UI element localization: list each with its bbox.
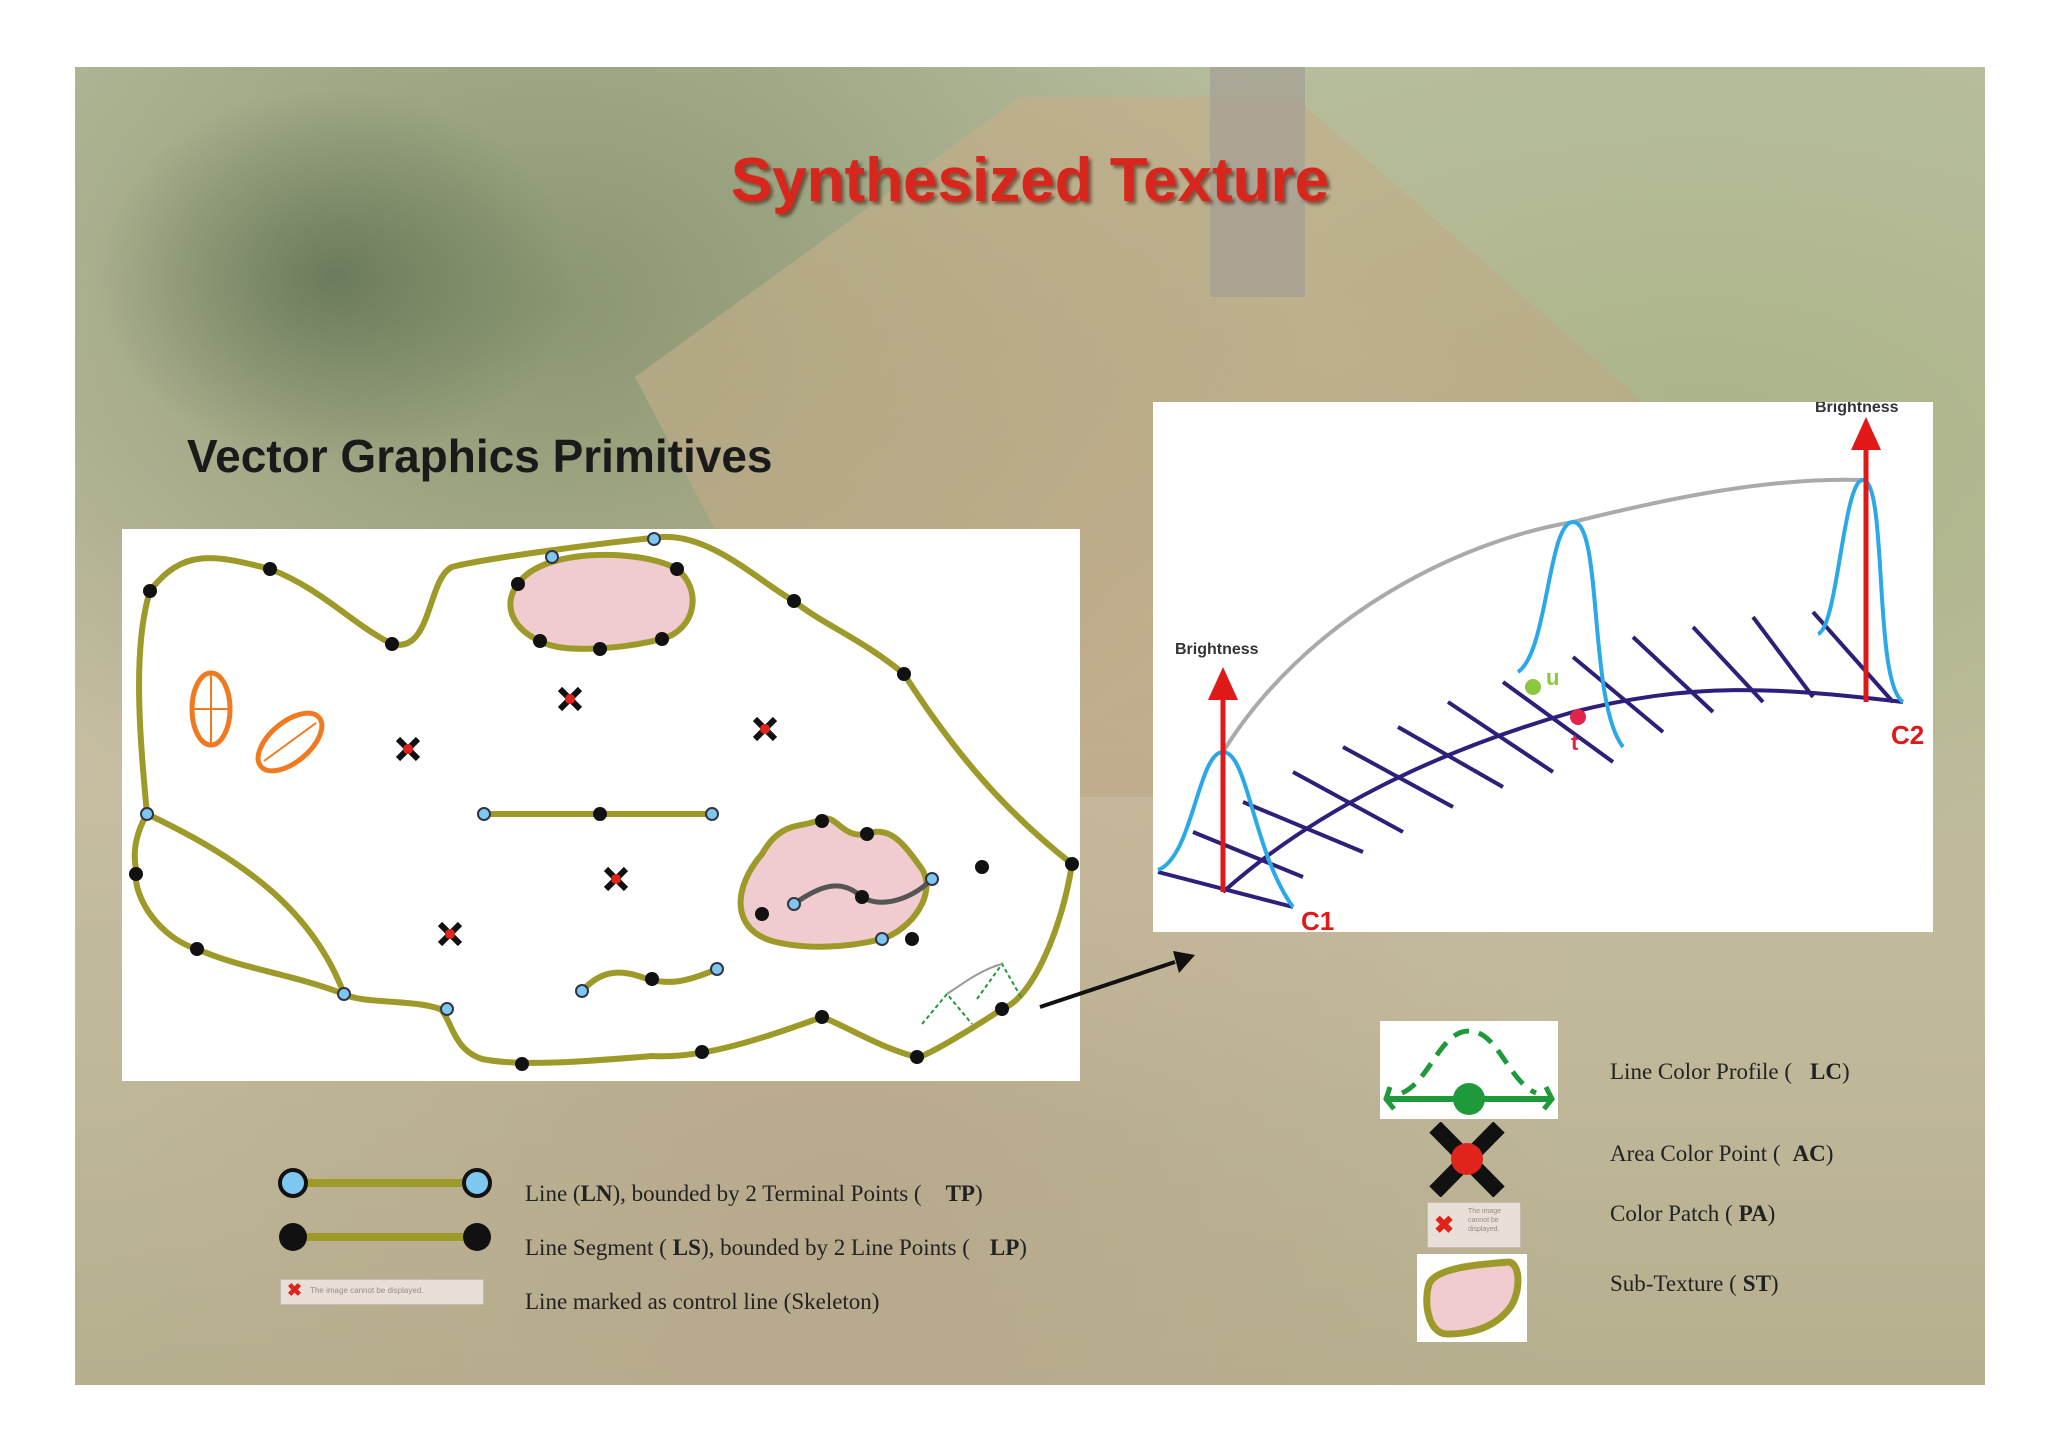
- vector-primitives-diagram: [122, 529, 1080, 1081]
- brightness-label-left: Brightness: [1175, 641, 1259, 658]
- legend-color-patch-text: Color Patch (PA): [1610, 1201, 1776, 1226]
- c2-label: C2: [1891, 720, 1924, 750]
- legend-area-color-point-symbol: [1429, 1122, 1505, 1197]
- legend-sub-texture-text: Sub-Texture (ST): [1610, 1271, 1779, 1296]
- mini-color-profile: [921, 962, 1023, 1025]
- legend-line-color-profile-symbol: [1380, 1021, 1558, 1119]
- placeholder-text: The image cannot be displayed.: [1468, 1208, 1502, 1233]
- legend-line-symbol: [278, 1168, 492, 1198]
- placeholder-x-icon: ✖: [1434, 1212, 1455, 1239]
- t-label: t: [1571, 730, 1579, 755]
- legend-skeleton-text: Line marked as control line (Skeleton): [525, 1289, 880, 1314]
- ellipse-left: [189, 670, 233, 748]
- pointer-arrow: [1039, 951, 1195, 1009]
- section-title: Vector Graphics Primitives: [187, 430, 773, 482]
- terminal-points: [140, 532, 939, 1016]
- corner-region: [145, 811, 347, 996]
- placeholder-text: The image cannot be displayed.: [310, 1286, 424, 1295]
- brightness-arrow-left: [1208, 667, 1238, 892]
- color-profile-diagram: Brightness Brightness C1 C2 t u: [1153, 402, 1933, 932]
- legend-color-patch-placeholder: ✖ The image cannot be displayed.: [1427, 1202, 1521, 1248]
- legend-skeleton-placeholder: ✖ The image cannot be displayed.: [280, 1279, 484, 1305]
- page-title: Synthesized Texture: [730, 146, 1330, 215]
- legend-line-color-profile-text: Line Color Profile (LC): [1610, 1059, 1850, 1084]
- legend-line-segment-text: Line Segment (LS), bounded by 2 Line Poi…: [525, 1235, 1027, 1260]
- brightness-label-right: Brightness: [1815, 402, 1899, 416]
- legend-area-color-point-text: Area Color Point (AC): [1610, 1141, 1834, 1166]
- outer-contour: [131, 533, 1076, 1066]
- brightness-arrow-right: [1851, 417, 1881, 702]
- slide-background: Synthesized Texture Vector Graphics Prim…: [75, 67, 1985, 1385]
- ellipse-right: [255, 710, 325, 774]
- line-points: [129, 562, 1079, 1071]
- hatch-lines: [1157, 610, 1895, 909]
- legend-line-text: Line (LN), bounded by 2 Terminal Points …: [525, 1181, 983, 1206]
- background-tree: [95, 87, 575, 467]
- placeholder-x-icon: ✖: [287, 1280, 303, 1300]
- u-label: u: [1546, 665, 1559, 690]
- c1-label: C1: [1301, 906, 1334, 932]
- profile-curve-middle: [1516, 519, 1625, 749]
- legend-sub-texture-symbol: [1417, 1254, 1527, 1342]
- point-t: [1570, 709, 1586, 725]
- brightness-arc: [1221, 477, 1864, 754]
- area-color-points: [395, 686, 778, 947]
- background-chimney: [1210, 67, 1305, 297]
- legend-line-segment-symbol: [279, 1223, 491, 1251]
- point-u: [1525, 679, 1541, 695]
